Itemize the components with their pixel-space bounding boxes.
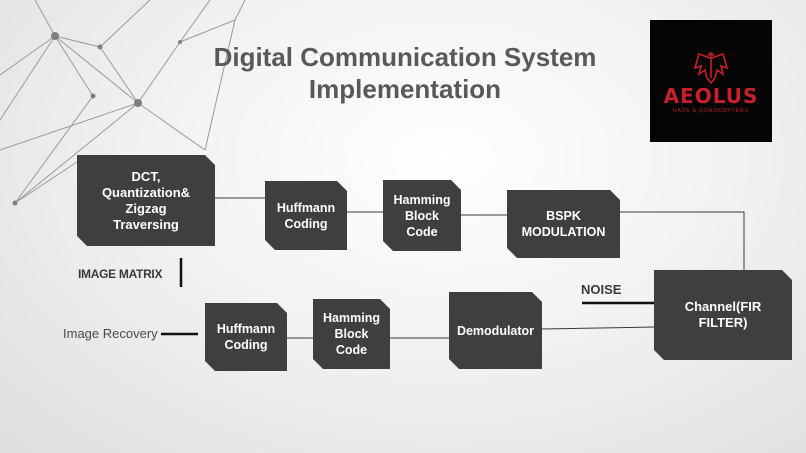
- hamming-block-code-rx-block: Hamming Block Code: [313, 299, 390, 369]
- wire-channel-demodulator: [541, 326, 655, 330]
- wire-bpsk-channel: [620, 211, 745, 270]
- bpsk-modulation-block: BSPK MODULATION: [507, 190, 620, 258]
- huffman-coding-tx-block: Huffmann Coding: [265, 181, 347, 250]
- image-recovery-label: Image Recovery: [63, 326, 158, 341]
- eagle-icon: [693, 52, 729, 85]
- channel-fir-filter-block: Channel(FIR FILTER): [654, 270, 792, 360]
- title-line-1: Digital Communication System: [213, 42, 597, 72]
- logo-name: AEOLUS: [663, 84, 759, 108]
- demodulator-block: Demodulator: [449, 292, 542, 369]
- noise-label: NOISE: [581, 282, 622, 297]
- hamming-block-code-tx-block: Hamming Block Code: [383, 180, 461, 251]
- logo-tagline: UAVS & QUADCOPTERS: [673, 108, 749, 114]
- huffman-coding-rx-block: Huffmann Coding: [205, 303, 287, 371]
- aeolus-logo: AEOLUS UAVS & QUADCOPTERS: [650, 20, 772, 142]
- title-line-2: Implementation: [308, 74, 502, 104]
- dct-quantization-block: DCT, Quantization& Zigzag Traversing: [77, 155, 215, 246]
- image-matrix-label: IMAGE MATRIX: [78, 267, 163, 281]
